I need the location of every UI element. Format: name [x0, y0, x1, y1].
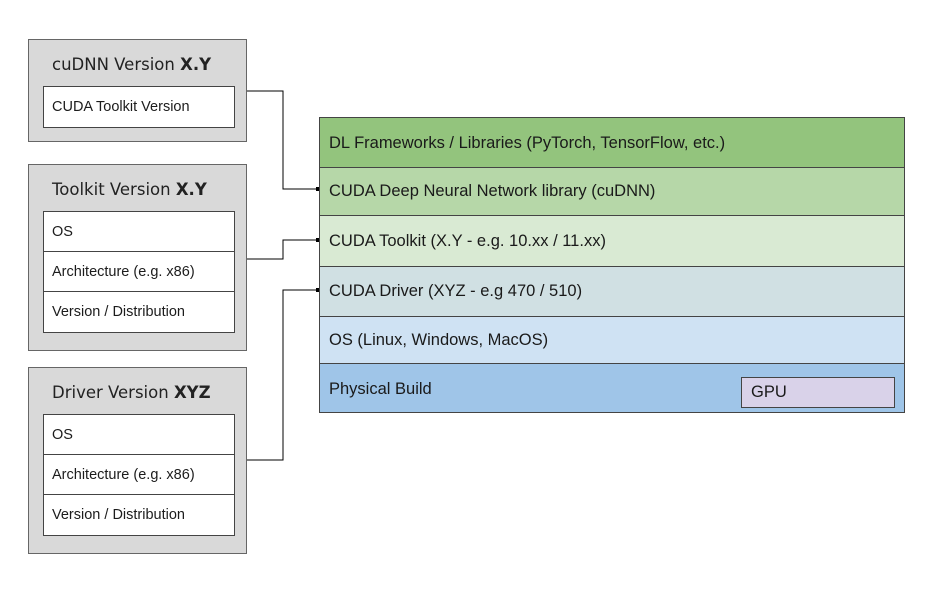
- connector-toolkit: [247, 239, 317, 260]
- toolkit-requirement-distribution: Version / Distribution: [52, 304, 185, 320]
- toolkit-version-title-text: Toolkit Version: [52, 180, 176, 199]
- cudnn-version-box: cuDNN Version X.Y CUDA Toolkit Version: [28, 39, 247, 142]
- cudnn-version-title: cuDNN Version X.Y: [52, 55, 211, 74]
- toolkit-requirement-os: OS: [44, 212, 234, 252]
- driver-requirement-distribution: Version / Distribution: [52, 507, 185, 523]
- cudnn-version-title-text: cuDNN Version: [52, 55, 181, 74]
- driver-version-box: Driver Version XYZ OS Architecture (e.g.…: [28, 367, 247, 554]
- toolkit-version-title: Toolkit Version X.Y: [52, 180, 207, 199]
- layer-os: OS (Linux, Windows, MacOS): [320, 317, 904, 364]
- driver-requirement-architecture: Architecture (e.g. x86): [44, 455, 234, 495]
- layer-cuda-toolkit-label: CUDA Toolkit (X.Y - e.g. 10.xx / 11.xx): [329, 232, 606, 250]
- toolkit-version-title-value: X.Y: [175, 180, 207, 199]
- layer-physical-build-label: Physical Build: [329, 380, 432, 398]
- connector-toolkit-endpoint: [316, 238, 320, 242]
- gpu-label: GPU: [751, 383, 787, 401]
- layer-os-label: OS (Linux, Windows, MacOS): [329, 331, 549, 349]
- layer-cuda-driver: CUDA Driver (XYZ - e.g 470 / 510): [320, 267, 904, 317]
- software-stack: DL Frameworks / Libraries (PyTorch, Tens…: [319, 117, 905, 413]
- driver-version-title: Driver Version XYZ: [52, 383, 211, 402]
- connector-driver-endpoint: [316, 288, 320, 292]
- driver-version-title-text: Driver Version: [52, 383, 174, 402]
- layer-dl-frameworks: DL Frameworks / Libraries (PyTorch, Tens…: [320, 118, 904, 168]
- layer-cuda-toolkit: CUDA Toolkit (X.Y - e.g. 10.xx / 11.xx): [320, 216, 904, 267]
- driver-requirement-os: OS: [44, 415, 234, 455]
- connector-driver: [247, 289, 317, 461]
- gpu-box: GPU: [741, 377, 895, 408]
- layer-physical-build: Physical Build GPU: [320, 364, 904, 412]
- toolkit-requirement-architecture: Architecture (e.g. x86): [44, 252, 234, 292]
- layer-cudnn: CUDA Deep Neural Network library (cuDNN): [320, 168, 904, 216]
- connector-cudnn-endpoint: [316, 187, 320, 191]
- toolkit-version-box: Toolkit Version X.Y OS Architecture (e.g…: [28, 164, 247, 351]
- cudnn-requirements-list: CUDA Toolkit Version: [43, 86, 235, 128]
- driver-requirements-list: OS Architecture (e.g. x86) Version / Dis…: [43, 414, 235, 536]
- layer-cudnn-label: CUDA Deep Neural Network library (cuDNN): [329, 182, 656, 200]
- connector-cudnn: [247, 90, 317, 190]
- layer-dl-frameworks-label: DL Frameworks / Libraries (PyTorch, Tens…: [329, 134, 726, 152]
- layer-cuda-driver-label: CUDA Driver (XYZ - e.g 470 / 510): [329, 282, 583, 300]
- cudnn-requirement-toolkit-version: CUDA Toolkit Version: [52, 99, 190, 115]
- cudnn-version-title-value: X.Y: [180, 55, 212, 74]
- driver-version-title-value: XYZ: [173, 383, 211, 402]
- toolkit-requirements-list: OS Architecture (e.g. x86) Version / Dis…: [43, 211, 235, 333]
